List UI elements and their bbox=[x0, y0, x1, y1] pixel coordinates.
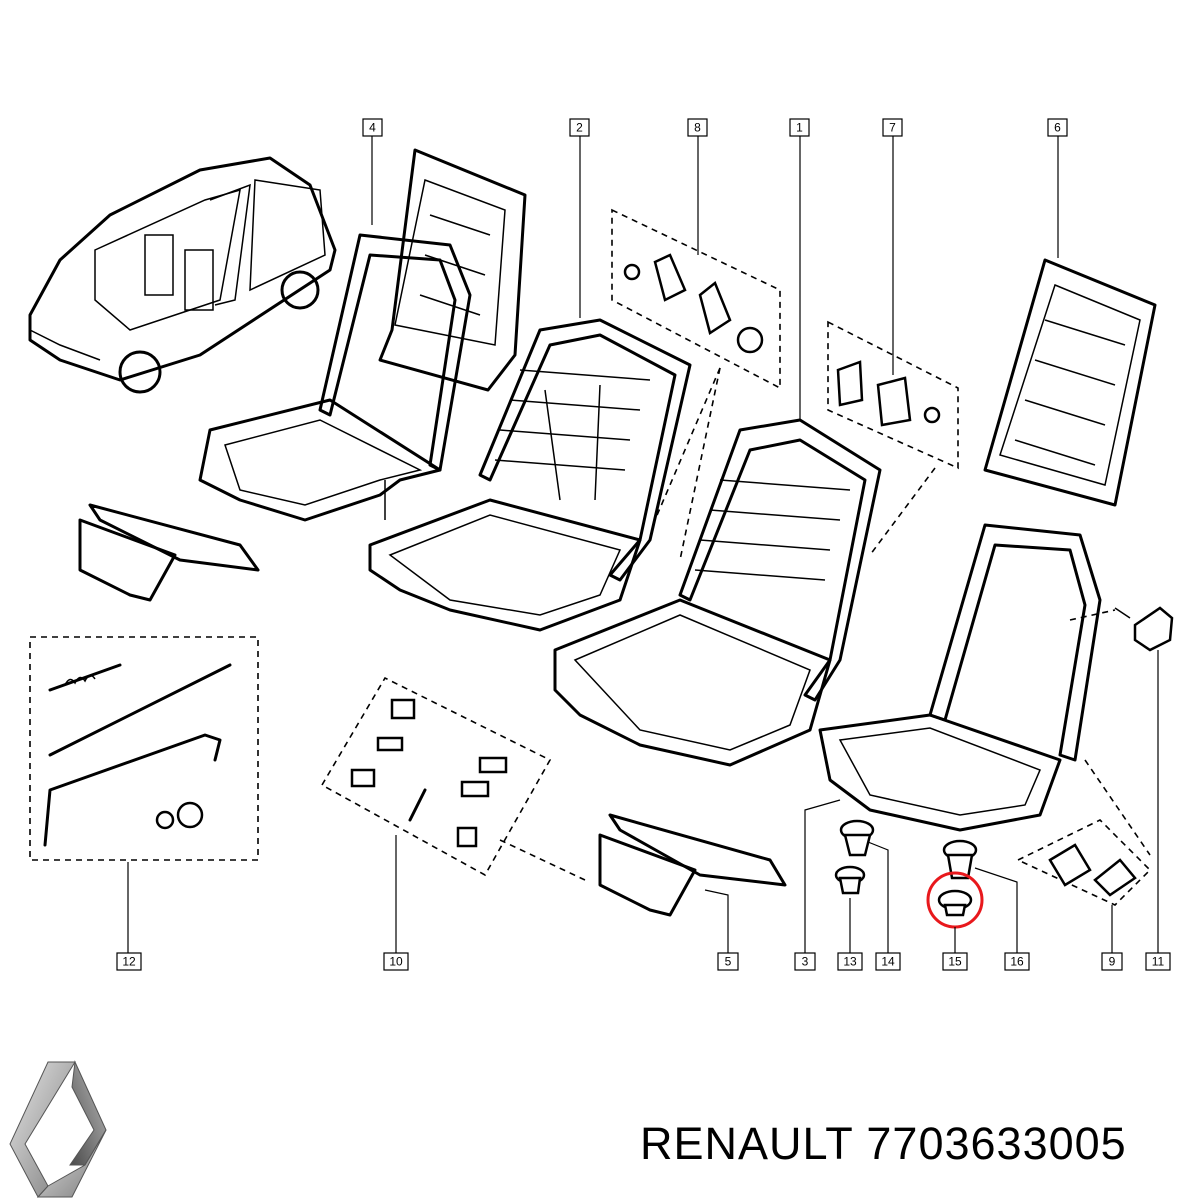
svg-text:6: 6 bbox=[1054, 121, 1061, 135]
brand-part-label: RENAULT 7703633005 bbox=[640, 1118, 1160, 1170]
svg-text:7: 7 bbox=[889, 121, 896, 135]
callout-2: 2 bbox=[569, 118, 590, 137]
brand-name: RENAULT bbox=[640, 1118, 853, 1169]
part-group-10 bbox=[320, 676, 552, 877]
part-number: 7703633005 bbox=[866, 1118, 1127, 1169]
callout-5: 5 bbox=[717, 952, 739, 971]
callout-6: 6 bbox=[1047, 118, 1068, 137]
callout-1: 1 bbox=[789, 118, 810, 137]
seat-frame-2 bbox=[368, 318, 692, 632]
callout-9: 9 bbox=[1101, 952, 1123, 971]
callout-4: 4 bbox=[362, 118, 383, 137]
svg-text:10: 10 bbox=[389, 955, 403, 969]
svg-text:3: 3 bbox=[802, 955, 809, 969]
svg-text:16: 16 bbox=[1010, 955, 1024, 969]
assembly-arrows bbox=[499, 367, 1151, 881]
vehicle-illustration bbox=[28, 156, 337, 394]
svg-text:8: 8 bbox=[694, 121, 701, 135]
part-group-7 bbox=[827, 320, 959, 470]
part-group-8 bbox=[611, 208, 781, 390]
svg-text:15: 15 bbox=[948, 955, 962, 969]
callout-10: 10 bbox=[383, 952, 409, 971]
seat-back-panel-left bbox=[378, 148, 527, 392]
svg-text:4: 4 bbox=[369, 121, 376, 135]
seat-back-panel-6 bbox=[983, 258, 1157, 507]
seat-frame-4 bbox=[198, 233, 472, 522]
callout-12: 12 bbox=[116, 952, 142, 971]
part-14-bushing bbox=[839, 819, 875, 857]
svg-text:9: 9 bbox=[1109, 955, 1116, 969]
renault-diamond-logo bbox=[9, 1060, 107, 1198]
part-11-cap bbox=[1114, 606, 1174, 652]
callout-3: 3 bbox=[794, 952, 816, 971]
seat-tray-left bbox=[78, 503, 260, 602]
svg-text:5: 5 bbox=[725, 955, 732, 969]
svg-text:14: 14 bbox=[881, 955, 895, 969]
part-13-bushing bbox=[834, 865, 866, 895]
part-group-9 bbox=[1016, 819, 1152, 906]
callout-11: 11 bbox=[1145, 952, 1171, 971]
callout-7: 7 bbox=[882, 118, 903, 137]
seat-tray-5 bbox=[598, 813, 787, 917]
callout-13: 13 bbox=[837, 952, 863, 971]
part-15-bushing bbox=[926, 871, 984, 929]
callout-16: 16 bbox=[1004, 952, 1030, 971]
svg-text:2: 2 bbox=[576, 121, 583, 135]
leader-lines bbox=[127, 135, 1159, 955]
callout-15: 15 bbox=[942, 952, 968, 971]
seat-frame-1 bbox=[553, 418, 882, 767]
callout-14: 14 bbox=[875, 952, 901, 971]
svg-text:12: 12 bbox=[122, 955, 136, 969]
svg-text:11: 11 bbox=[1152, 955, 1165, 969]
callout-8: 8 bbox=[687, 118, 708, 137]
svg-text:1: 1 bbox=[796, 121, 803, 135]
part-group-12 bbox=[29, 636, 259, 861]
seat-frame-3 bbox=[818, 523, 1102, 832]
svg-text:13: 13 bbox=[843, 955, 857, 969]
